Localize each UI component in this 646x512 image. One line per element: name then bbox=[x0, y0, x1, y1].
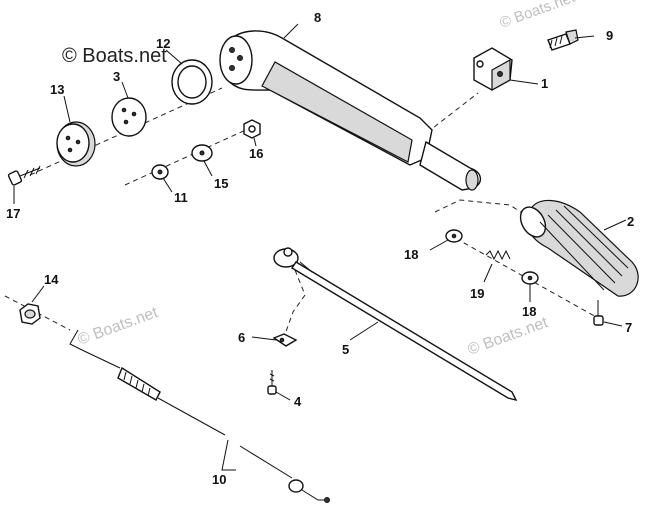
washer-part-11 bbox=[151, 164, 169, 180]
screw-part-17 bbox=[7, 165, 41, 186]
leader-14 bbox=[31, 285, 45, 303]
callout-18-lower: 18 bbox=[522, 304, 536, 319]
callout-14: 14 bbox=[44, 272, 59, 287]
leader-8 bbox=[283, 23, 299, 39]
callout-16: 16 bbox=[249, 146, 263, 161]
callout-1: 1 bbox=[541, 76, 548, 91]
leader-9 bbox=[574, 35, 595, 39]
leader-15 bbox=[203, 160, 213, 177]
watermark-bottom-left: © Boats.net bbox=[76, 304, 161, 349]
callout-7: 7 bbox=[625, 320, 632, 335]
leader-2 bbox=[603, 219, 627, 231]
screw-part-7 bbox=[593, 300, 604, 326]
callout-15: 15 bbox=[214, 176, 228, 191]
callout-11: 11 bbox=[174, 190, 188, 205]
watermark-bottom-right: © Boats.net bbox=[466, 314, 551, 359]
disc-part-13 bbox=[56, 121, 96, 167]
callout-6: 6 bbox=[238, 330, 245, 345]
cable-part-10 bbox=[69, 329, 330, 503]
leader-6 bbox=[251, 336, 277, 341]
callout-9: 9 bbox=[606, 28, 613, 43]
leader-4 bbox=[275, 391, 291, 401]
leader-7 bbox=[603, 321, 623, 327]
callout-19: 19 bbox=[470, 286, 484, 301]
leader-10 bbox=[221, 439, 236, 471]
callout-13: 13 bbox=[50, 82, 64, 97]
callout-17: 17 bbox=[6, 206, 20, 221]
callout-10: 10 bbox=[212, 472, 226, 487]
leader-18-upper bbox=[429, 239, 449, 251]
axis-line-rod bbox=[282, 269, 306, 341]
axis-line-washers bbox=[124, 127, 251, 186]
callout-4: 4 bbox=[294, 394, 302, 409]
rod-part-5 bbox=[273, 247, 518, 402]
callout-12: 12 bbox=[156, 36, 170, 51]
leader-5 bbox=[349, 321, 379, 341]
leader-19 bbox=[483, 263, 493, 283]
washer-part-15 bbox=[191, 144, 213, 162]
spring-part-19 bbox=[485, 249, 511, 261]
block-part-1 bbox=[473, 47, 513, 92]
callout-18-upper: 18 bbox=[404, 247, 418, 262]
callout-3: 3 bbox=[113, 69, 120, 84]
washer-part-18-lower bbox=[521, 271, 539, 285]
leader-11 bbox=[162, 177, 173, 193]
washer-part-18-upper bbox=[445, 229, 463, 243]
callout-8: 8 bbox=[314, 10, 321, 25]
nut-part-14 bbox=[19, 303, 41, 325]
tiller-arm-part-8 bbox=[219, 30, 481, 191]
watermark-top-right: © Boats.net bbox=[498, 0, 578, 32]
callout-2: 2 bbox=[627, 214, 634, 229]
callout-5: 5 bbox=[342, 342, 349, 357]
nut-part-16 bbox=[243, 119, 261, 139]
screw-part-4 bbox=[267, 370, 277, 395]
leader-16 bbox=[253, 137, 257, 147]
leader-13 bbox=[63, 95, 71, 123]
leader-12 bbox=[165, 49, 183, 65]
bolt-part-9 bbox=[547, 29, 579, 51]
clip-part-6 bbox=[272, 333, 298, 347]
plate-part-3 bbox=[111, 97, 147, 137]
watermark-main: © Boats.net bbox=[62, 45, 167, 67]
leader-3 bbox=[121, 81, 129, 99]
leader-1 bbox=[509, 79, 539, 85]
grip-part-2 bbox=[519, 199, 639, 297]
ring-part-12 bbox=[171, 59, 213, 105]
axis-line-grip bbox=[434, 199, 526, 216]
